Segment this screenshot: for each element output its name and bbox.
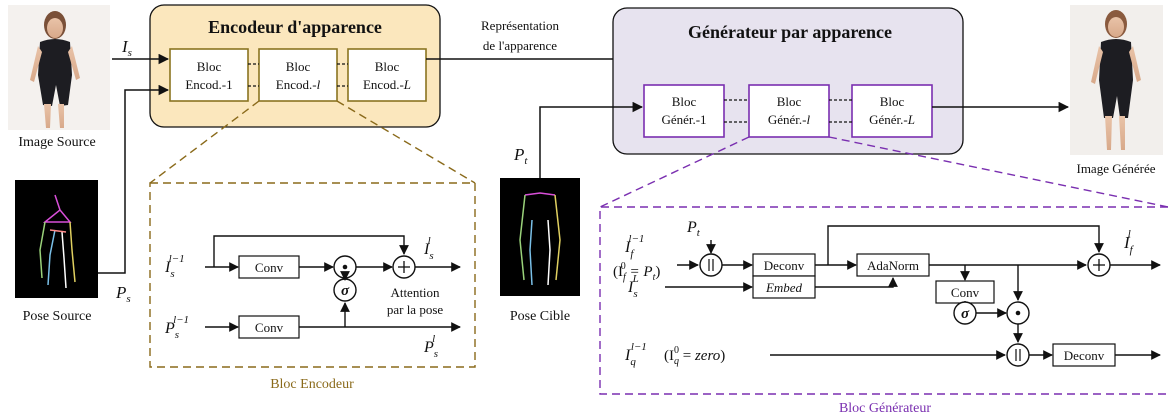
svg-text:Bloc: Bloc (777, 94, 802, 109)
generator-dotted-links (724, 99, 852, 123)
repr-label-1: Représentation (481, 18, 559, 33)
svg-text:Conv: Conv (255, 320, 284, 335)
gen-init-If: (If0 = Pt) (613, 261, 660, 283)
enc-out-P: Psl (423, 333, 438, 360)
generated-image (1070, 5, 1163, 155)
generator-detail-caption: Bloc Générateur (839, 401, 931, 416)
arrow-posesource-to-encoder (98, 84, 170, 274)
enc-in-P: Psl−1 (164, 314, 189, 341)
pose-target-image (500, 178, 580, 296)
encoder-block-l: Bloc Encod.-l (258, 48, 338, 102)
svg-text:Bloc: Bloc (286, 59, 311, 74)
generator-zoom-lines (599, 136, 1169, 208)
gen-concat-node-2 (1006, 343, 1030, 367)
svg-text:Bloc: Bloc (375, 59, 400, 74)
svg-text:Génér.-L: Génér.-L (869, 112, 915, 127)
gen-in-Iq: Iql−1 (624, 341, 647, 368)
enc-attention-2: par la pose (387, 302, 444, 317)
enc-in-I: Isl−1 (164, 253, 185, 280)
svg-text:Encod.-l: Encod.-l (276, 77, 321, 92)
gen-concat-node-1 (699, 253, 723, 277)
enc-out-I: Isl (423, 235, 434, 262)
encoder-block-1: Bloc Encod.-1 (169, 48, 249, 102)
svg-text:Conv: Conv (255, 260, 284, 275)
svg-text:Bloc: Bloc (672, 94, 697, 109)
gen-out-If: Ifl (1123, 228, 1135, 256)
encoder-zoom-lines (149, 100, 476, 184)
label-Pt: Pt (513, 145, 528, 167)
svg-text:Bloc: Bloc (197, 59, 222, 74)
gen-init-Iq: (Iq0 = zero) (664, 345, 725, 367)
gen-in-If: Ifl−1 (624, 233, 644, 260)
svg-text:Encod.-L: Encod.-L (363, 77, 411, 92)
generator-title: Générateur par apparence (688, 22, 892, 42)
svg-text:Deconv: Deconv (764, 258, 805, 273)
repr-label-2: de l'apparence (483, 38, 557, 53)
encoder-dotted-links (248, 63, 348, 87)
label-Is: Is (121, 37, 132, 59)
generator-block-l: Bloc Génér.-l (748, 84, 830, 138)
svg-text:Génér.-1: Génér.-1 (661, 112, 706, 127)
svg-text:Deconv: Deconv (1064, 348, 1105, 363)
svg-text:Embed: Embed (765, 280, 803, 295)
svg-text:Génér.-l: Génér.-l (768, 112, 811, 127)
pose-source-image (15, 180, 98, 298)
encoder-title: Encodeur d'apparence (208, 17, 382, 37)
svg-text:AdaNorm: AdaNorm (867, 258, 919, 273)
svg-text:Encod.-1: Encod.-1 (185, 77, 232, 92)
generated-image-label: Image Générée (1076, 161, 1155, 176)
source-image-label: Image Source (18, 135, 95, 150)
gen-in-IsL: IsL (627, 273, 639, 300)
arrow-posecible-to-generator (539, 101, 644, 182)
encoder-detail-caption: Bloc Encodeur (270, 377, 354, 392)
generator-block-L: Bloc Génér.-L (851, 84, 933, 138)
encoder-block-L: Bloc Encod.-L (347, 48, 427, 102)
svg-text:σ: σ (341, 283, 350, 299)
generator-block-1: Bloc Génér.-1 (643, 84, 725, 138)
encoder-detail-box (149, 182, 476, 368)
enc-attention-1: Attention (390, 285, 440, 300)
svg-text:Bloc: Bloc (880, 94, 905, 109)
pose-source-label: Pose Source (23, 309, 92, 324)
label-Ps: Ps (115, 283, 131, 305)
source-image (8, 5, 110, 130)
gen-Pt: Pt (686, 219, 701, 239)
svg-text:σ: σ (961, 306, 970, 322)
svg-text:Conv: Conv (951, 285, 980, 300)
pose-target-label: Pose Cible (510, 309, 570, 324)
